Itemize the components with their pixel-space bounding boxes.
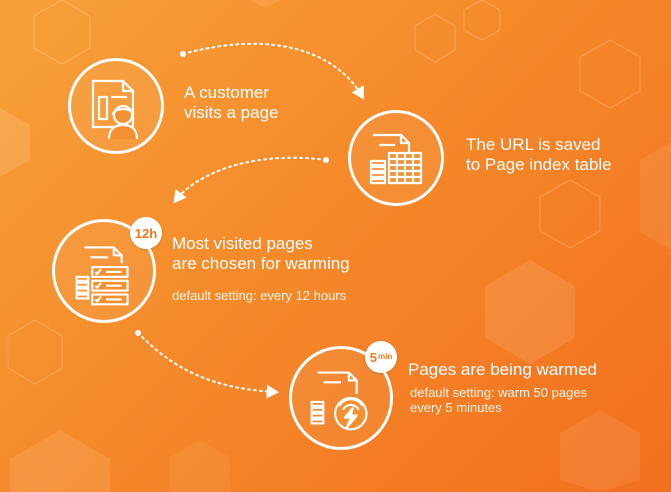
checklist-document-icon (75, 246, 129, 306)
step-save-circle (348, 110, 444, 206)
step-choose-title: Most visited pages are chosen for warmin… (172, 234, 350, 274)
arrow-choose-to-warm (137, 332, 280, 399)
title-line: visits a page (184, 103, 279, 122)
customer-document-icon (91, 79, 139, 140)
arrow-start-dot (180, 51, 186, 57)
title-line: A customer (184, 83, 270, 102)
title-line: Pages are being warmed (408, 360, 598, 379)
step-visit-circle (68, 58, 164, 154)
arrow-start-dot (323, 157, 329, 163)
arrow-save-to-choose (173, 156, 327, 204)
document-table-icon (369, 133, 423, 185)
title-line: are chosen for warming (172, 254, 350, 273)
arrow-visit-to-save (182, 42, 365, 100)
step-choose-subtitle: default setting: every 12 hours (172, 288, 346, 303)
arrow-start-dot (135, 330, 141, 336)
step-save-title: The URL is saved to Page index table (466, 135, 612, 175)
title-line: to Page index table (466, 155, 612, 174)
interval-badge: 12h (130, 217, 162, 249)
title-line: Most visited pages (172, 234, 313, 253)
step-warm-subtitle: default setting: warm 50 pages every 5 m… (410, 385, 587, 415)
subtitle-line: every 5 minutes (410, 400, 502, 415)
subtitle-line: default setting: warm 50 pages (410, 385, 588, 400)
badge-unit: min (378, 351, 393, 361)
badge-text: 5 (369, 349, 377, 365)
title-line: The URL is saved (466, 135, 601, 154)
step-visit-title: A customer visits a page (184, 83, 279, 123)
badge-text: 12h (134, 225, 158, 241)
step-warm-title: Pages are being warmed (408, 360, 597, 380)
document-lightning-icon (310, 371, 368, 431)
subtitle-line: default setting: every 12 hours (172, 288, 347, 303)
